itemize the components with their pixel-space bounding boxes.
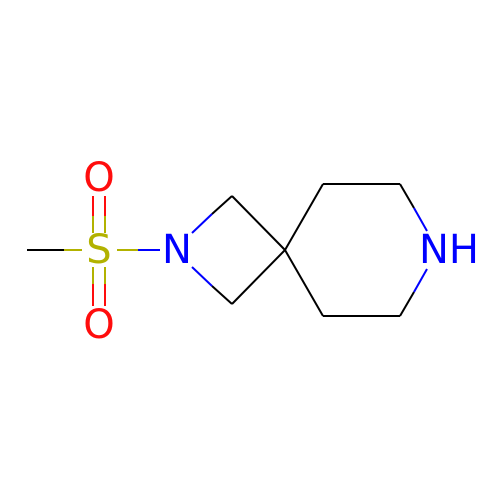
atom-nitrogen-piperidine: NH	[419, 227, 479, 273]
atom-oxygen-top: O	[83, 155, 114, 201]
bond-n-ch2-top	[211, 195, 233, 215]
bond-ch2-top-spiro	[231, 195, 286, 251]
bond-n-ch2-top-n	[191, 213, 213, 234]
bond-c-bottom-spiro	[284, 249, 324, 317]
bond-nh-c-bottom-right	[399, 291, 415, 317]
bond-n-ch2-bottom	[211, 285, 233, 305]
bond-c-top-right-nh	[399, 183, 415, 209]
bond-c-top-right-nh-n	[413, 207, 428, 232]
atom-oxygen-bottom: O	[83, 302, 114, 348]
atom-nitrogen-azetidine: N	[162, 227, 192, 273]
bond-spiro-c-top	[284, 183, 324, 251]
bond-ch2-bottom-spiro	[231, 249, 286, 305]
bond-n-ch2-bottom-n	[191, 266, 213, 287]
atom-sulfur: S	[86, 227, 111, 273]
bond-nh-c-bottom-right-n	[413, 268, 428, 293]
